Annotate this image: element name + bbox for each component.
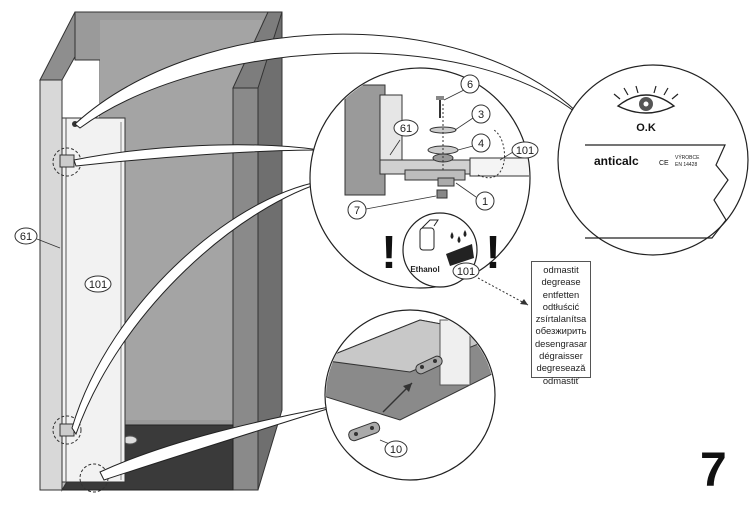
warning-mark-right: !	[485, 226, 500, 278]
callout-1: 1	[482, 196, 488, 208]
hinge-callouts: 6 3 4 61 101 1 7	[347, 74, 539, 220]
degrease-term: обезжирить	[535, 325, 587, 337]
cleaning-instruction: ! ! Ethanol 101	[381, 212, 529, 306]
hinge-detail	[309, 67, 531, 289]
callout-101: 101	[89, 279, 107, 291]
callout-6: 6	[467, 79, 473, 91]
callout-7: 7	[354, 205, 360, 217]
standard-line-2: EN 14428	[675, 162, 697, 168]
inspection-circle	[557, 64, 749, 256]
degrease-term: odmastit	[543, 264, 579, 275]
degrease-term: desengrasar	[534, 337, 588, 349]
page-number: 7	[700, 444, 727, 497]
ce-mark: CE	[659, 160, 669, 167]
inspection-detail: O.K anticalc CE VÝROBCE EN 14428	[557, 64, 749, 256]
cloth-icon	[446, 244, 474, 266]
ok-label: O.K	[636, 122, 656, 134]
glass-door	[61, 117, 126, 483]
hinge-top	[59, 154, 75, 168]
callout-glass: 101	[84, 275, 112, 293]
seal-part-icon	[348, 355, 443, 442]
degrease-translations: odmastit degrease entfetten odtłuścić zs…	[531, 261, 591, 386]
eye-icon	[613, 85, 679, 114]
right-wall-side	[257, 11, 283, 491]
callout-61-detail: 61	[400, 123, 412, 135]
degrease-term: degresează	[536, 362, 586, 374]
degrease-term: odtłuścić	[542, 300, 580, 312]
degrease-term: entfetten	[542, 288, 580, 300]
standard-line-1: VÝROBCE	[675, 154, 700, 161]
left-wall	[39, 79, 63, 491]
ethanol-label: Ethanol	[410, 265, 439, 274]
degrease-term: zsírtalanítsa	[535, 313, 587, 325]
anticalc-logo: anticalc	[594, 154, 639, 168]
spray-bottle-icon	[419, 219, 439, 251]
degrease-term: degrease	[541, 276, 581, 288]
callout-4: 4	[478, 138, 484, 150]
degrease-term: dégraisser	[539, 350, 583, 362]
callout-panel: 61	[14, 227, 61, 249]
callout-3: 3	[478, 109, 484, 121]
warning-mark-left: !	[381, 226, 396, 278]
callout-10: 10	[390, 444, 402, 456]
droplets-icon	[450, 230, 467, 243]
degrease-term: odmastiť	[542, 374, 580, 386]
glass-sample	[585, 144, 729, 239]
hinge-bottom	[59, 423, 75, 437]
callout-101-cleaning: 101	[457, 266, 475, 278]
zoom-circle-bottom	[52, 415, 82, 445]
callout-61: 61	[20, 231, 32, 243]
callout-101-detail: 101	[516, 145, 534, 157]
floor-detail: 10	[324, 309, 496, 481]
